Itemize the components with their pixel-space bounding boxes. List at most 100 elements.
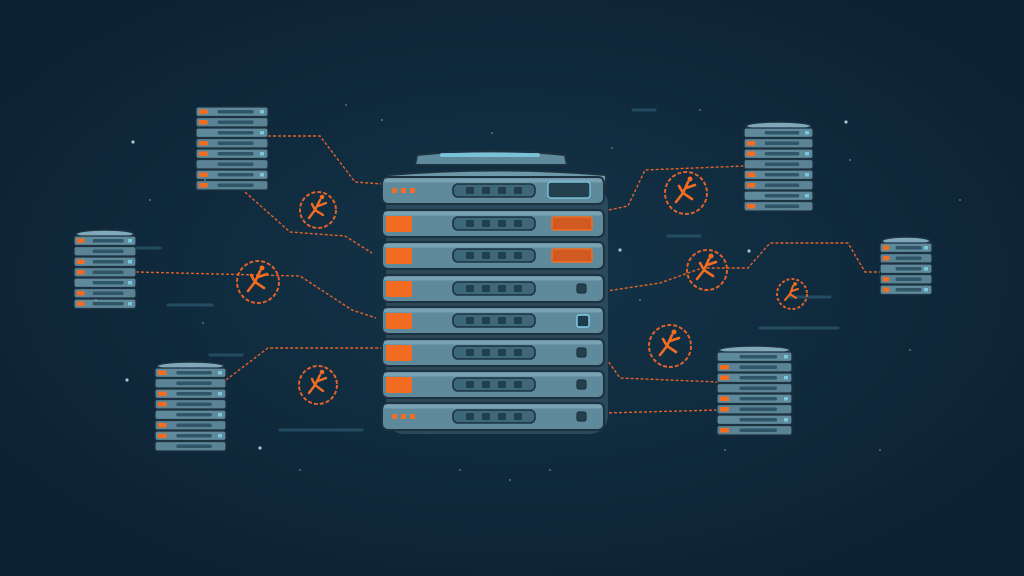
led-light: [883, 256, 890, 261]
star: [549, 469, 551, 471]
connector-line: [603, 409, 719, 414]
star: [345, 104, 347, 106]
led-light: [883, 277, 890, 282]
status-panel: [551, 248, 593, 263]
runner-figure-icon: [648, 324, 692, 368]
drive-slot: [452, 409, 536, 424]
server-row: [73, 277, 137, 289]
server-row: [716, 403, 793, 415]
runner-figure-icon: [298, 365, 338, 405]
connector-line: [135, 271, 377, 319]
led-light: [924, 267, 928, 271]
star: [509, 479, 511, 481]
led-light: [77, 259, 85, 264]
star: [491, 132, 493, 134]
stars: [95, 104, 961, 481]
server-row: [195, 137, 269, 149]
server-row: [879, 273, 933, 285]
led-light: [720, 407, 729, 412]
drive-slot: [452, 183, 536, 198]
led-light: [158, 433, 167, 438]
status-panel: [386, 313, 412, 329]
server-row: [743, 169, 814, 181]
star: [909, 349, 911, 351]
indicator-light: [576, 411, 587, 422]
led-light: [218, 371, 222, 375]
star: [258, 446, 262, 450]
led-light: [77, 291, 85, 296]
led-light: [199, 151, 208, 156]
runner-figure-icon: [776, 278, 808, 310]
server-row: [195, 169, 269, 181]
led-light: [218, 392, 222, 396]
star: [131, 140, 135, 144]
panel-window: [547, 181, 591, 199]
led-light: [924, 246, 928, 250]
led-light: [128, 239, 132, 243]
server-row: [743, 158, 814, 170]
led-light: [218, 434, 222, 438]
led-light: [784, 376, 788, 380]
star: [149, 199, 151, 201]
connector-line: [603, 165, 746, 212]
star: [849, 159, 851, 161]
led-light: [260, 173, 264, 177]
server-row: [73, 298, 137, 310]
status-panel: [386, 248, 412, 264]
drive-slot: [452, 345, 536, 360]
server-row: [716, 393, 793, 405]
server-row: [73, 235, 137, 247]
server-row: [154, 409, 227, 421]
star: [959, 199, 961, 201]
led-light: [747, 151, 756, 156]
server-row: [381, 274, 605, 303]
led-light: [720, 396, 729, 401]
led-light: [260, 152, 264, 156]
star: [699, 109, 701, 111]
led-light: [747, 183, 756, 188]
indicator-light: [576, 314, 590, 328]
led-light: [158, 391, 167, 396]
led-light: [720, 365, 729, 370]
led-light: [77, 270, 85, 275]
led-light: [392, 414, 397, 419]
server-row: [154, 367, 227, 379]
led-light: [199, 183, 208, 188]
runner-figure-icon: [236, 260, 280, 304]
led-light: [747, 172, 756, 177]
star: [747, 249, 751, 253]
connector-lines: [135, 135, 880, 414]
led-light: [392, 188, 397, 193]
server-row: [743, 137, 814, 149]
server-row: [154, 398, 227, 410]
led-light: [199, 109, 208, 114]
server-row: [879, 284, 933, 296]
led-light: [410, 188, 415, 193]
server-row: [154, 440, 227, 452]
peripheral-servers: [73, 106, 933, 452]
connector-line: [599, 242, 880, 293]
server-row: [195, 158, 269, 170]
star: [724, 449, 726, 451]
star: [459, 469, 461, 471]
led-light: [260, 110, 264, 114]
led-light: [924, 288, 928, 292]
peripheral-server-stack-icon: [879, 236, 933, 296]
connector-line: [225, 347, 382, 381]
server-row: [879, 263, 933, 275]
led-light: [199, 141, 208, 146]
connector-line: [244, 191, 373, 254]
led-light: [158, 402, 167, 407]
led-light: [158, 423, 167, 428]
led-light: [128, 281, 132, 285]
indicator-light: [576, 347, 587, 358]
runner-figure-icon: [664, 171, 708, 215]
server-row: [716, 424, 793, 436]
peripheral-server-stack-icon: [195, 106, 269, 191]
led-light: [805, 131, 809, 135]
server-row: [73, 287, 137, 299]
star: [879, 449, 881, 451]
server-row: [381, 306, 605, 335]
server-row: [154, 419, 227, 431]
